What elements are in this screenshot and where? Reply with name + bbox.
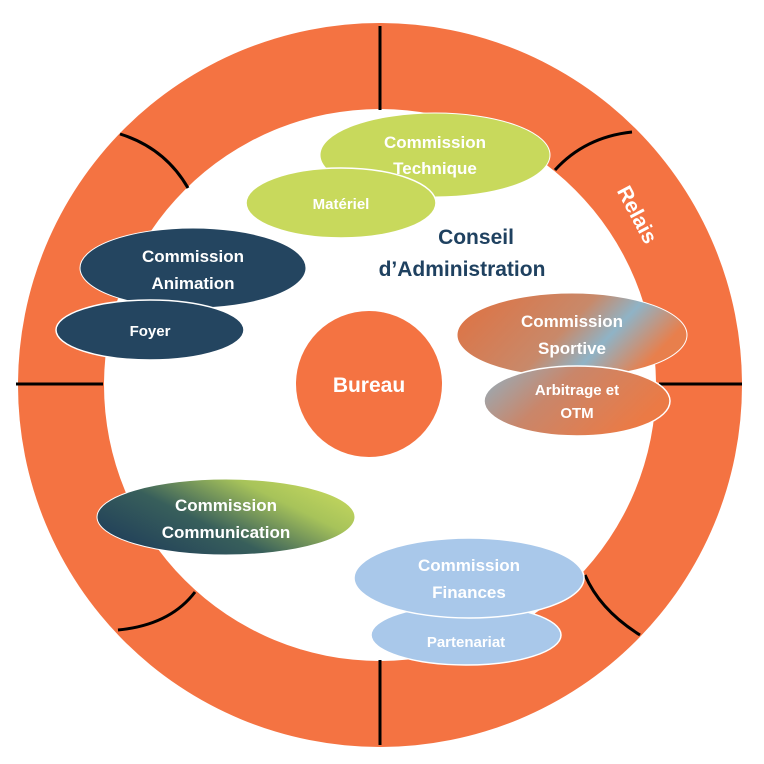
bureau-circle: [296, 311, 442, 457]
foyer-ellipse: [55, 299, 245, 361]
arbitrage-ellipse: [483, 365, 671, 437]
commission-finances-ellipse: [353, 537, 585, 619]
divider-arc-bottom-left: [117, 591, 197, 632]
commission-technique-label-1: Commission: [384, 133, 486, 152]
commission-finances-label-2: Finances: [432, 583, 506, 602]
commission-sportive-ellipse: [456, 292, 688, 378]
divider-arc-top-left: [119, 132, 190, 189]
ring-dividers: [16, 26, 742, 745]
commission-communication-label-2: Communication: [162, 523, 290, 542]
commission-finances-label-1: Commission: [418, 556, 520, 575]
commission-sportive-label-2: Sportive: [538, 339, 606, 358]
commission-technique-label-2: Technique: [393, 159, 477, 178]
commission-sportive-label-1: Commission: [521, 312, 623, 331]
commission-communication-ellipse: [96, 478, 356, 556]
title-line1: Conseil: [438, 226, 514, 249]
commission-communication-label-1: Commission: [175, 496, 277, 515]
materiel-ellipse: [245, 167, 437, 239]
bureau-label: Bureau: [333, 374, 405, 397]
commission-animation-ellipse: [79, 227, 307, 309]
foyer-label: Foyer: [130, 323, 171, 340]
partenariat-label: Partenariat: [427, 634, 505, 651]
title-line2: d’Administration: [379, 258, 546, 281]
commission-animation-label-1: Commission: [142, 247, 244, 266]
arbitrage-label-2: OTM: [560, 405, 593, 422]
arbitrage-label-1: Arbitrage et: [535, 382, 619, 399]
divider-arc-top-right: [553, 130, 633, 172]
commission-animation-label-2: Animation: [151, 274, 234, 293]
materiel-label: Matériel: [313, 196, 370, 213]
divider-arc-bottom-right: [583, 574, 641, 637]
